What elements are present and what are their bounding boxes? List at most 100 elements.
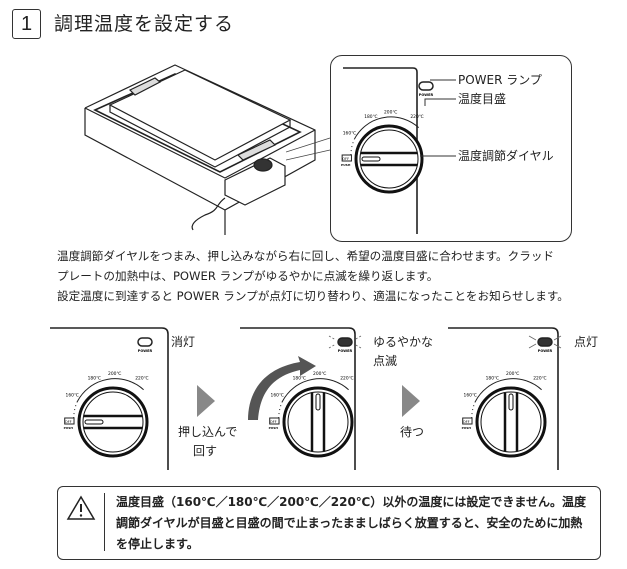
power-label: POWER bbox=[538, 349, 553, 353]
dial-inner-ring bbox=[82, 391, 144, 453]
lamp-glow-ray bbox=[528, 335, 537, 341]
scale-160: 160℃ bbox=[343, 130, 356, 136]
warning-triangle-icon bbox=[66, 495, 96, 520]
temperature-scale-arc bbox=[281, 378, 349, 402]
next-arrow-icon bbox=[402, 385, 420, 417]
off-mark bbox=[341, 154, 352, 162]
label-push-turn: 押し込んで bbox=[178, 425, 238, 439]
panel-frame bbox=[343, 67, 418, 234]
temperature-dial-knob bbox=[282, 386, 354, 458]
callout-temp-scale: 温度目盛 bbox=[458, 92, 507, 106]
dial-closeup-inset: POWER 160℃ 180℃ 200℃ 220℃ OFF PUSH bbox=[330, 55, 572, 242]
label-lamp-blink: ゆるやかな bbox=[373, 335, 434, 349]
rotate-arrow-icon bbox=[248, 356, 316, 420]
callout-leader-lines bbox=[420, 79, 456, 157]
off-mark bbox=[462, 417, 473, 425]
dial-inner-ring bbox=[480, 391, 542, 453]
off-mark bbox=[64, 417, 75, 425]
dial-outer-ring bbox=[282, 386, 354, 458]
temperature-scale-arc bbox=[353, 116, 420, 140]
dial-pointer bbox=[361, 156, 381, 162]
scale-200: 200℃ bbox=[384, 109, 397, 115]
scale-200: 200℃ bbox=[506, 371, 519, 377]
next-arrow-icon bbox=[197, 385, 215, 417]
dial-inner-ring bbox=[359, 129, 419, 189]
scale-180: 180℃ bbox=[88, 376, 101, 382]
label-wait: 待つ bbox=[400, 425, 425, 439]
power-lamp-icon: POWER bbox=[137, 337, 153, 353]
step-number: 1 bbox=[12, 9, 41, 39]
zoom-connector-lines bbox=[286, 137, 331, 161]
scale-220: 220℃ bbox=[410, 114, 423, 120]
push-label: PUSH bbox=[462, 426, 472, 430]
power-lamp-led bbox=[137, 337, 153, 347]
warning-divider bbox=[104, 493, 105, 551]
warning-box: 温度目盛（160℃／180℃／200℃／220℃）以外の温度には設定できません。… bbox=[57, 486, 601, 560]
dial-outer-ring bbox=[354, 124, 424, 194]
step-title: 調理温度を設定する bbox=[54, 13, 235, 35]
power-lamp-icon: POWER bbox=[537, 337, 553, 353]
lamp-glow-ray bbox=[353, 343, 362, 349]
off-label: OFF bbox=[342, 157, 349, 161]
scale-200: 200℃ bbox=[108, 371, 121, 377]
panel-lamp-on: POWER 160℃ 180℃ 200℃ 220℃ OFF PUSH bbox=[448, 327, 562, 470]
instruction-line: 設定温度に到達すると POWER ランプが点灯に切り替わり、適温になったことをお… bbox=[57, 289, 569, 303]
scale-180: 180℃ bbox=[293, 376, 306, 382]
power-lamp-led bbox=[337, 337, 353, 347]
off-label: OFF bbox=[65, 420, 72, 424]
temperature-scale-arc bbox=[474, 378, 542, 402]
panel-frame bbox=[50, 327, 169, 470]
power-label: POWER bbox=[138, 349, 153, 353]
power-lamp-icon: POWER bbox=[337, 337, 353, 353]
scale-220: 220℃ bbox=[135, 376, 148, 382]
dial-pointer bbox=[508, 393, 514, 411]
power-label: POWER bbox=[419, 93, 434, 97]
scale-180: 180℃ bbox=[486, 376, 499, 382]
scale-220: 220℃ bbox=[340, 376, 353, 382]
power-lamp-led bbox=[537, 337, 553, 347]
callout-temp-dial: 温度調節ダイヤル bbox=[458, 149, 554, 163]
lamp-glow-ray bbox=[328, 343, 337, 349]
power-lamp-led bbox=[418, 81, 434, 91]
power-lamp-icon: POWER bbox=[418, 81, 434, 97]
temperature-dial-knob bbox=[475, 386, 547, 458]
temperature-dial-knob bbox=[354, 124, 424, 194]
scale-160: 160℃ bbox=[271, 393, 284, 399]
off-mark bbox=[269, 417, 280, 425]
lamp-glow-ray bbox=[553, 343, 562, 349]
dial-pointer bbox=[315, 393, 321, 411]
off-label: OFF bbox=[270, 420, 277, 424]
label-lamp-blink-2: 点滅 bbox=[373, 354, 398, 368]
instruction-line: 温度調節ダイヤルをつまみ、押し込みながら右に回し、希望の温度目盛に合わせます。ク… bbox=[57, 249, 555, 263]
dial-outer-ring bbox=[475, 386, 547, 458]
lamp-glow-ray bbox=[553, 335, 562, 341]
panel-frame bbox=[448, 327, 559, 470]
temperature-dial-knob bbox=[77, 386, 149, 458]
scale-160: 160℃ bbox=[464, 393, 477, 399]
label-lamp-off: 消灯 bbox=[171, 335, 196, 349]
inset-dial-graphic: POWER 160℃ 180℃ 200℃ 220℃ OFF PUSH bbox=[341, 67, 434, 234]
panel-heating: POWER 160℃ 180℃ 200℃ 220℃ OFF PUSH bbox=[240, 327, 362, 470]
push-label: PUSH bbox=[269, 426, 279, 430]
push-label: PUSH bbox=[341, 163, 351, 167]
push-label: PUSH bbox=[64, 426, 74, 430]
panel-frame bbox=[240, 327, 356, 470]
scale-180: 180℃ bbox=[364, 114, 377, 120]
off-label: OFF bbox=[463, 420, 470, 424]
scale-220: 220℃ bbox=[533, 376, 546, 382]
power-label: POWER bbox=[338, 349, 353, 353]
dial-pointer bbox=[84, 419, 104, 425]
grill-illustration bbox=[84, 64, 316, 235]
callout-power-lamp: POWER ランプ bbox=[458, 73, 542, 87]
temperature-scale-arc bbox=[76, 378, 144, 402]
lamp-glow-ray bbox=[328, 335, 337, 341]
label-push-turn-2: 回す bbox=[193, 444, 218, 458]
dial-inner-ring bbox=[287, 391, 349, 453]
lamp-glow-ray bbox=[353, 335, 362, 341]
lamp-glow-ray bbox=[528, 343, 537, 349]
warning-text: 温度目盛（160℃／180℃／200℃／220℃）以外の温度には設定できません。… bbox=[116, 495, 586, 551]
dial-outer-ring bbox=[77, 386, 149, 458]
scale-200: 200℃ bbox=[313, 371, 326, 377]
